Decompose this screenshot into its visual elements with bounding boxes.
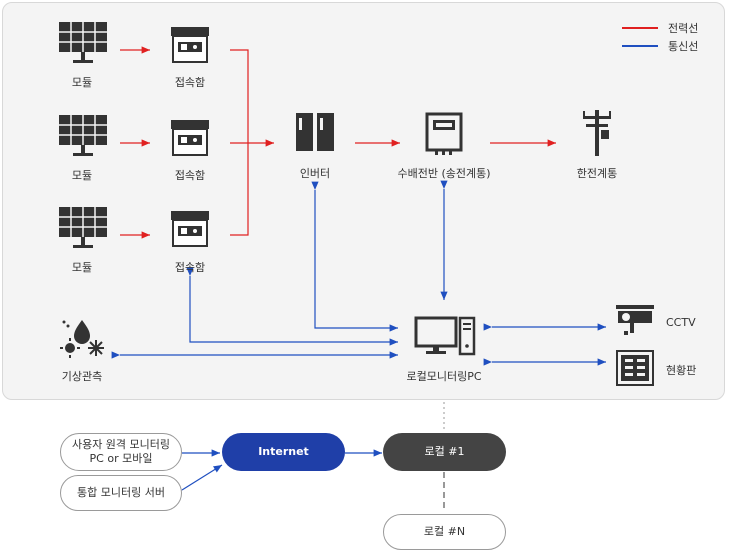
- internet-node: Internet: [222, 433, 345, 471]
- board-label: 현황판: [666, 364, 697, 377]
- switchboard-icon: [425, 112, 463, 155]
- module-label-1: 모듈: [71, 76, 93, 89]
- legend-power-swatch: [622, 27, 658, 29]
- legend-power-label: 전력선: [668, 22, 699, 35]
- junction-box-icon: [171, 27, 209, 63]
- switchboard-label: 수배전반 (송전계통): [397, 167, 491, 180]
- cctv-camera-icon: [616, 305, 654, 335]
- comm-line-server: [172, 464, 223, 498]
- junction-label-3: 접속함: [174, 261, 206, 274]
- legend-comm-swatch: [622, 45, 658, 47]
- solar-panel-icon: [59, 207, 107, 248]
- inverter-icon: [296, 113, 334, 151]
- remote-monitoring-node: 사용자 원격 모니터링 PC or 모바일: [60, 433, 182, 471]
- module-label-3: 모듈: [71, 261, 93, 274]
- local-pc-label: 로컬모니터링PC: [406, 370, 482, 383]
- solar-panel-icon: [59, 115, 107, 156]
- comm-line-junction: [186, 267, 398, 346]
- legend-comm-label: 통신선: [668, 40, 699, 53]
- local-n-node: 로컬 #N: [383, 514, 506, 550]
- junction-box-icon: [171, 211, 209, 247]
- integrated-server-node: 통합 모니터링 서버: [60, 475, 182, 511]
- weather-label: 기상관측: [61, 370, 103, 383]
- module-label-2: 모듈: [71, 169, 93, 182]
- junction-label-2: 접속함: [174, 169, 206, 182]
- junction-box-icon: [171, 120, 209, 156]
- comm-line-inverter: [311, 181, 398, 332]
- weather-icon: [60, 320, 104, 358]
- desktop-pc-icon: [414, 316, 476, 356]
- cctv-label: CCTV: [666, 316, 696, 329]
- inverter-label: 인버터: [299, 167, 331, 180]
- solar-panel-icon: [59, 22, 107, 63]
- display-board-icon: [616, 350, 654, 386]
- utility-pole-icon: [583, 110, 611, 156]
- local-1-node: 로컬 #1: [383, 433, 506, 471]
- grid-label: 한전계통: [576, 167, 618, 180]
- junction-label-1: 접속함: [174, 76, 206, 89]
